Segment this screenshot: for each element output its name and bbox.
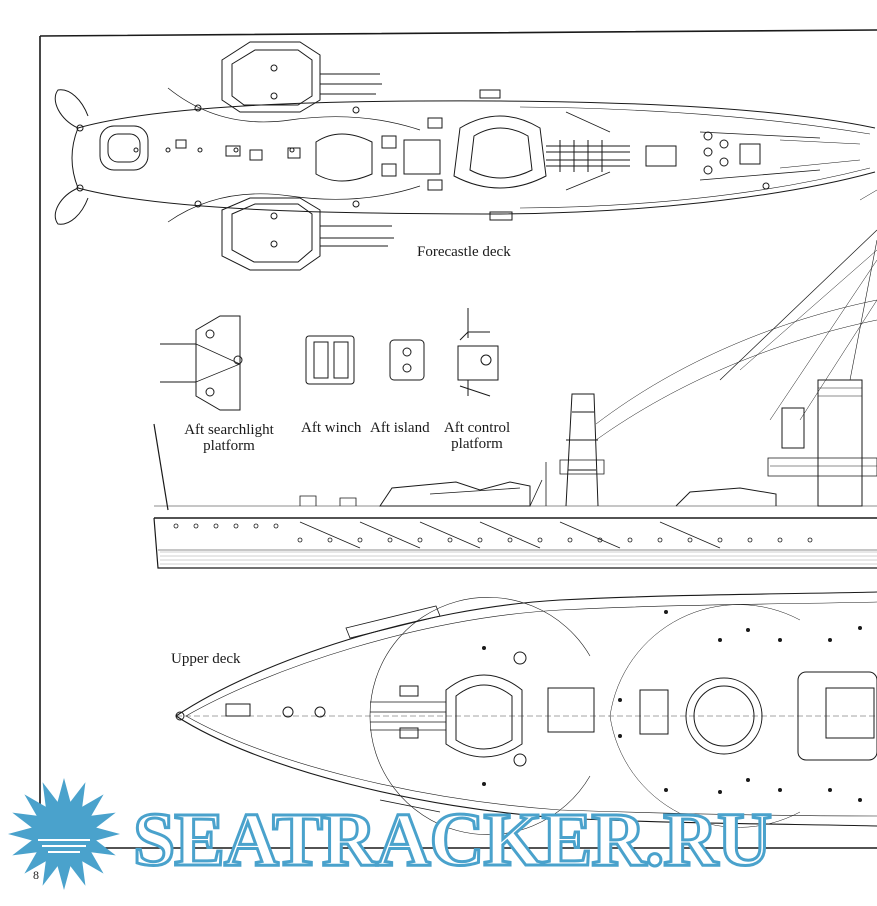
aft-island-label: Aft island [370,420,430,436]
aft-searchlight-label-line1: Aft searchlight [184,422,274,438]
aft-control-platform-drawing [457,308,499,397]
aft-winch-drawing [305,335,355,385]
forecastle-deck-plan [54,41,876,271]
aft-control-label-line1: Aft control [443,420,511,436]
ship-profile [153,189,877,569]
aft-searchlight-label-line2: platform [203,438,255,454]
aft-searchlight-platform-drawing [160,315,243,411]
aft-control-label-line2: platform [451,436,503,452]
aft-searchlight-platform-label: Aft searchlight platform [176,422,282,454]
aft-winch-label: Aft winch [301,420,362,436]
aft-island-drawing [389,339,425,381]
sheet-border [39,29,877,849]
watermark-text: SEATRACKER.RU [131,798,773,882]
upper-deck-label: Upper deck [171,651,241,667]
watermark-sun-icon [8,778,120,890]
aft-control-platform-label: Aft control platform [440,420,514,452]
upper-deck-plan [175,591,877,835]
page-number: 8 [33,868,39,882]
forecastle-deck-label: Forecastle deck [417,244,511,260]
